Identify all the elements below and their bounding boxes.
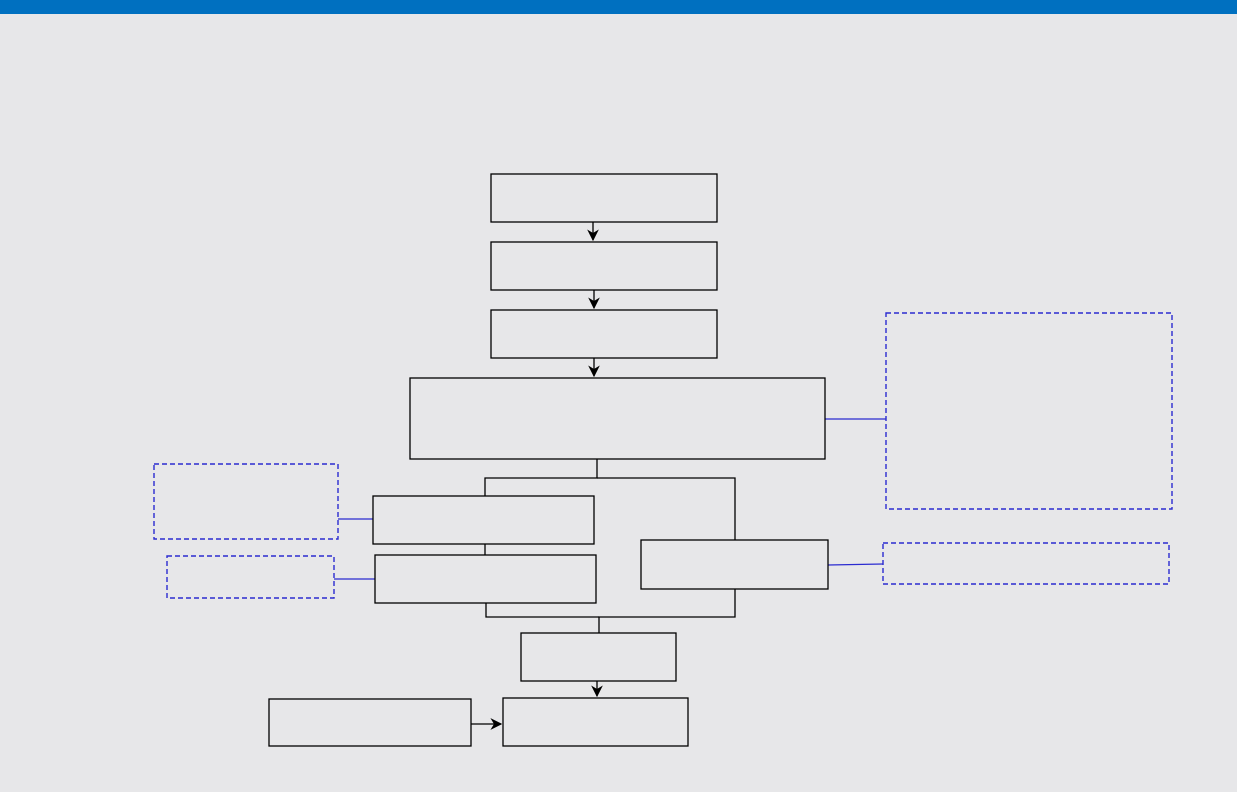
box-branch-left-1 — [372, 495, 595, 545]
connector-lines — [471, 222, 736, 730]
box-step-4-main — [409, 377, 826, 460]
box-branch-right — [640, 539, 829, 590]
top-header-bar — [0, 0, 1237, 14]
note-link-right — [827, 563, 884, 566]
note-left-lower — [166, 555, 335, 599]
connector-split-right — [597, 477, 736, 540]
note-left-upper — [153, 463, 339, 540]
note-boxes — [153, 312, 1173, 599]
note-right-large — [885, 312, 1173, 510]
box-step-2 — [490, 241, 718, 291]
box-step-3 — [490, 309, 718, 359]
box-branch-left-2 — [374, 554, 597, 604]
note-right-small — [882, 542, 1170, 585]
box-merge — [520, 632, 677, 682]
note-connectors — [334, 418, 886, 580]
box-input-left — [268, 698, 472, 747]
box-step-1 — [490, 173, 718, 223]
connector-split-left — [484, 459, 598, 496]
process-boxes — [268, 173, 829, 747]
box-final — [502, 697, 689, 747]
connector-merge-right — [598, 589, 736, 633]
connector-merge-left — [485, 603, 599, 618]
